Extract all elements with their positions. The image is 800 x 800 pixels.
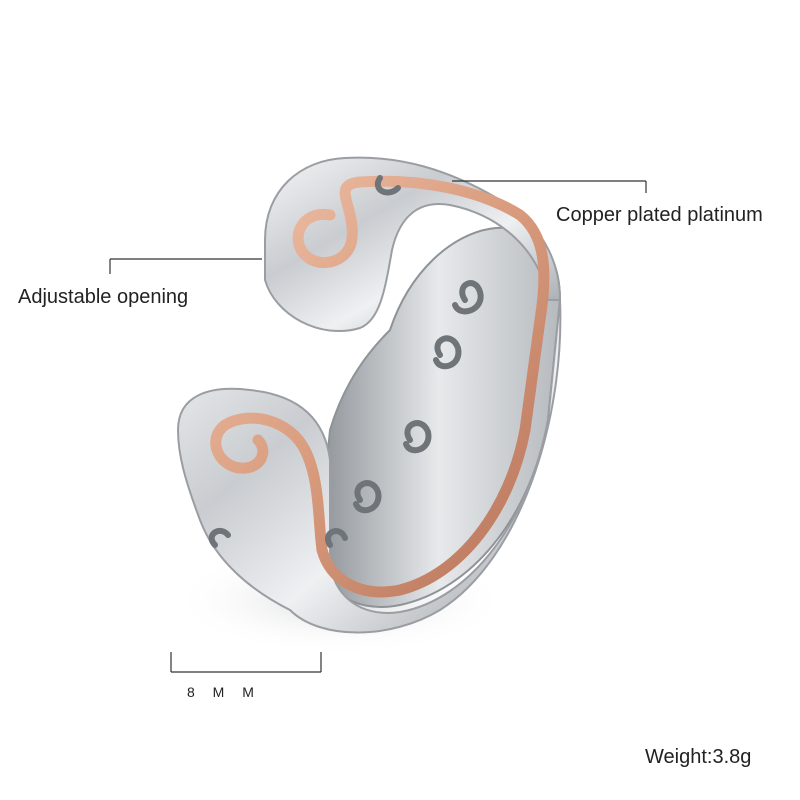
ring-bottom-end [176, 299, 562, 634]
copper-plated-label: Copper plated platinum [556, 204, 763, 226]
rose-gold-stripe [210, 175, 550, 598]
weight-label: Weight:3.8g [645, 746, 752, 768]
swirl-cutouts [208, 175, 484, 548]
width-label: 8 M M [187, 684, 261, 700]
adjustable-opening-label: Adjustable opening [18, 286, 189, 308]
